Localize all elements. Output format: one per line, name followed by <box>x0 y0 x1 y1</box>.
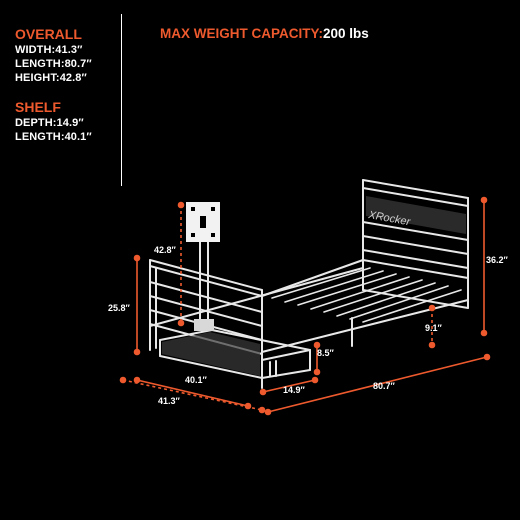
dim-width: 41.3″ <box>158 396 180 406</box>
shelf-heading: SHELF <box>15 99 61 115</box>
divider-line <box>121 14 122 186</box>
dim-length: 80.7″ <box>373 381 395 391</box>
overall-length: LENGTH:80.7″ <box>15 58 92 70</box>
overall-width: WIDTH:41.3″ <box>15 44 83 56</box>
shelf-depth: DEPTH:14.9″ <box>15 117 84 129</box>
dim-leg-height: 9.1″ <box>425 323 442 333</box>
dim-shelf-length: 40.1″ <box>185 375 207 385</box>
dim-headboard-height: 36.2″ <box>486 255 508 265</box>
dimension-lines <box>119 196 491 416</box>
overall-height: HEIGHT:42.8″ <box>15 72 87 84</box>
overall-heading: OVERALL <box>15 26 82 42</box>
dim-shelf-height: 8.5″ <box>317 348 334 358</box>
slats <box>271 267 462 323</box>
capacity-label: MAX WEIGHT CAPACITY: <box>160 26 323 41</box>
max-weight-capacity: MAX WEIGHT CAPACITY:200 lbs <box>160 26 369 41</box>
storage-shelf <box>159 329 311 379</box>
dim-footboard-height: 25.8″ <box>108 303 130 313</box>
capacity-value: 200 lbs <box>323 26 369 41</box>
shelf-length: LENGTH:40.1″ <box>15 131 92 143</box>
footboard <box>149 259 263 389</box>
dim-shelf-depth: 14.9″ <box>283 385 305 395</box>
dim-post-height: 42.8″ <box>154 245 176 255</box>
